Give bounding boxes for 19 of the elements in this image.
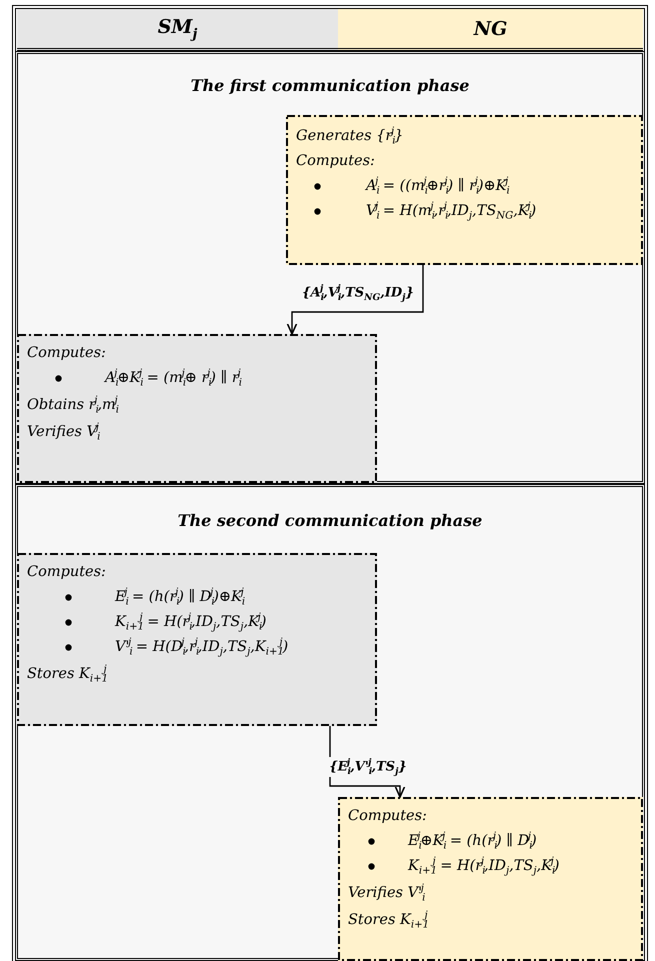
header-text: SM$_{j}$ xyxy=(158,16,198,42)
edge-label: {E$_{i}$$^{j}$,V'$_{i}$$^{j}$,TS$_{j}$} xyxy=(327,757,409,777)
step-text: Computes: xyxy=(27,344,107,363)
arrow xyxy=(286,265,424,335)
step-text: Computes: xyxy=(296,152,376,171)
phase-panel xyxy=(15,484,645,961)
column-header xyxy=(338,9,643,51)
edge-label: {A$_{i}$$^{j}$,V$_{i}$$^{j}$,TS$_{NG}$,ID$_{j}$} xyxy=(300,283,416,303)
column-header xyxy=(17,9,338,51)
process-box xyxy=(286,115,643,265)
step-text: Computes: xyxy=(348,807,428,826)
process-box xyxy=(17,553,377,726)
process-box xyxy=(17,334,377,483)
process-box xyxy=(338,797,643,961)
phase-panel xyxy=(15,51,645,484)
step-text: Computes: xyxy=(27,563,107,582)
header-text: NG xyxy=(474,18,508,40)
phase-title: The second communication phase xyxy=(176,511,484,530)
phase-title: The first communication phase xyxy=(190,76,470,95)
